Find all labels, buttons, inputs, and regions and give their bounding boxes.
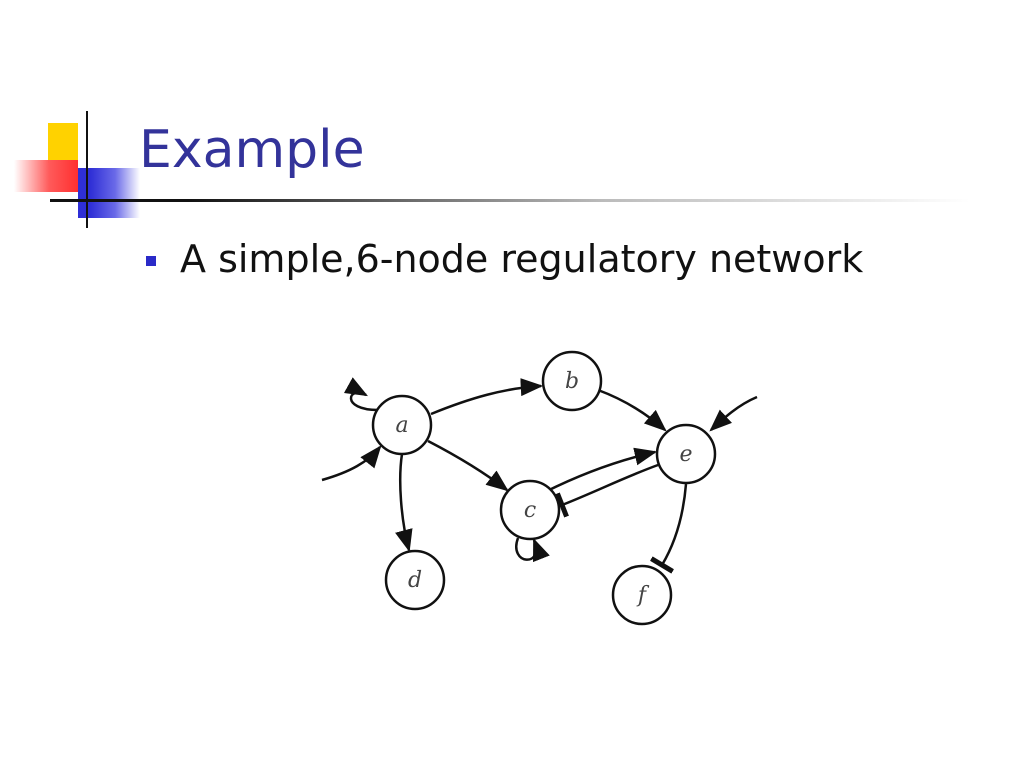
node-f [611, 564, 673, 626]
node-e-label: e [679, 442, 692, 467]
edge-e-f [649, 483, 688, 574]
edge-c-c [515, 537, 550, 563]
node-c-label: c [524, 498, 536, 523]
edge-a-d [395, 453, 413, 553]
decor-vertical-line [86, 111, 88, 228]
edge-a-a [343, 377, 379, 412]
edge-input-e [709, 395, 758, 432]
decor-red-bar [14, 160, 78, 192]
edge-c-e [544, 447, 658, 494]
decor-blue-square [78, 168, 140, 218]
bullet-item: A simple,6-node regulatory network [146, 240, 863, 278]
node-d [384, 549, 446, 611]
bullet-text: A simple,6-node regulatory network [180, 237, 864, 281]
edge-e-c [555, 463, 659, 518]
node-b [541, 350, 603, 412]
edge-a-b [430, 378, 544, 416]
edge-b-e [597, 388, 667, 432]
node-d-label: d [408, 568, 422, 593]
slide-title: Example [139, 120, 365, 180]
node-b-label: b [565, 369, 579, 394]
decor-yellow-square [48, 123, 78, 163]
title-underline [50, 199, 970, 202]
bullet-square-icon [146, 256, 156, 266]
node-a [371, 394, 433, 456]
edge-a-c [427, 439, 509, 492]
node-a-label: a [395, 413, 408, 438]
edge-input-a [321, 445, 382, 482]
node-e [655, 423, 717, 485]
node-c [499, 479, 561, 541]
